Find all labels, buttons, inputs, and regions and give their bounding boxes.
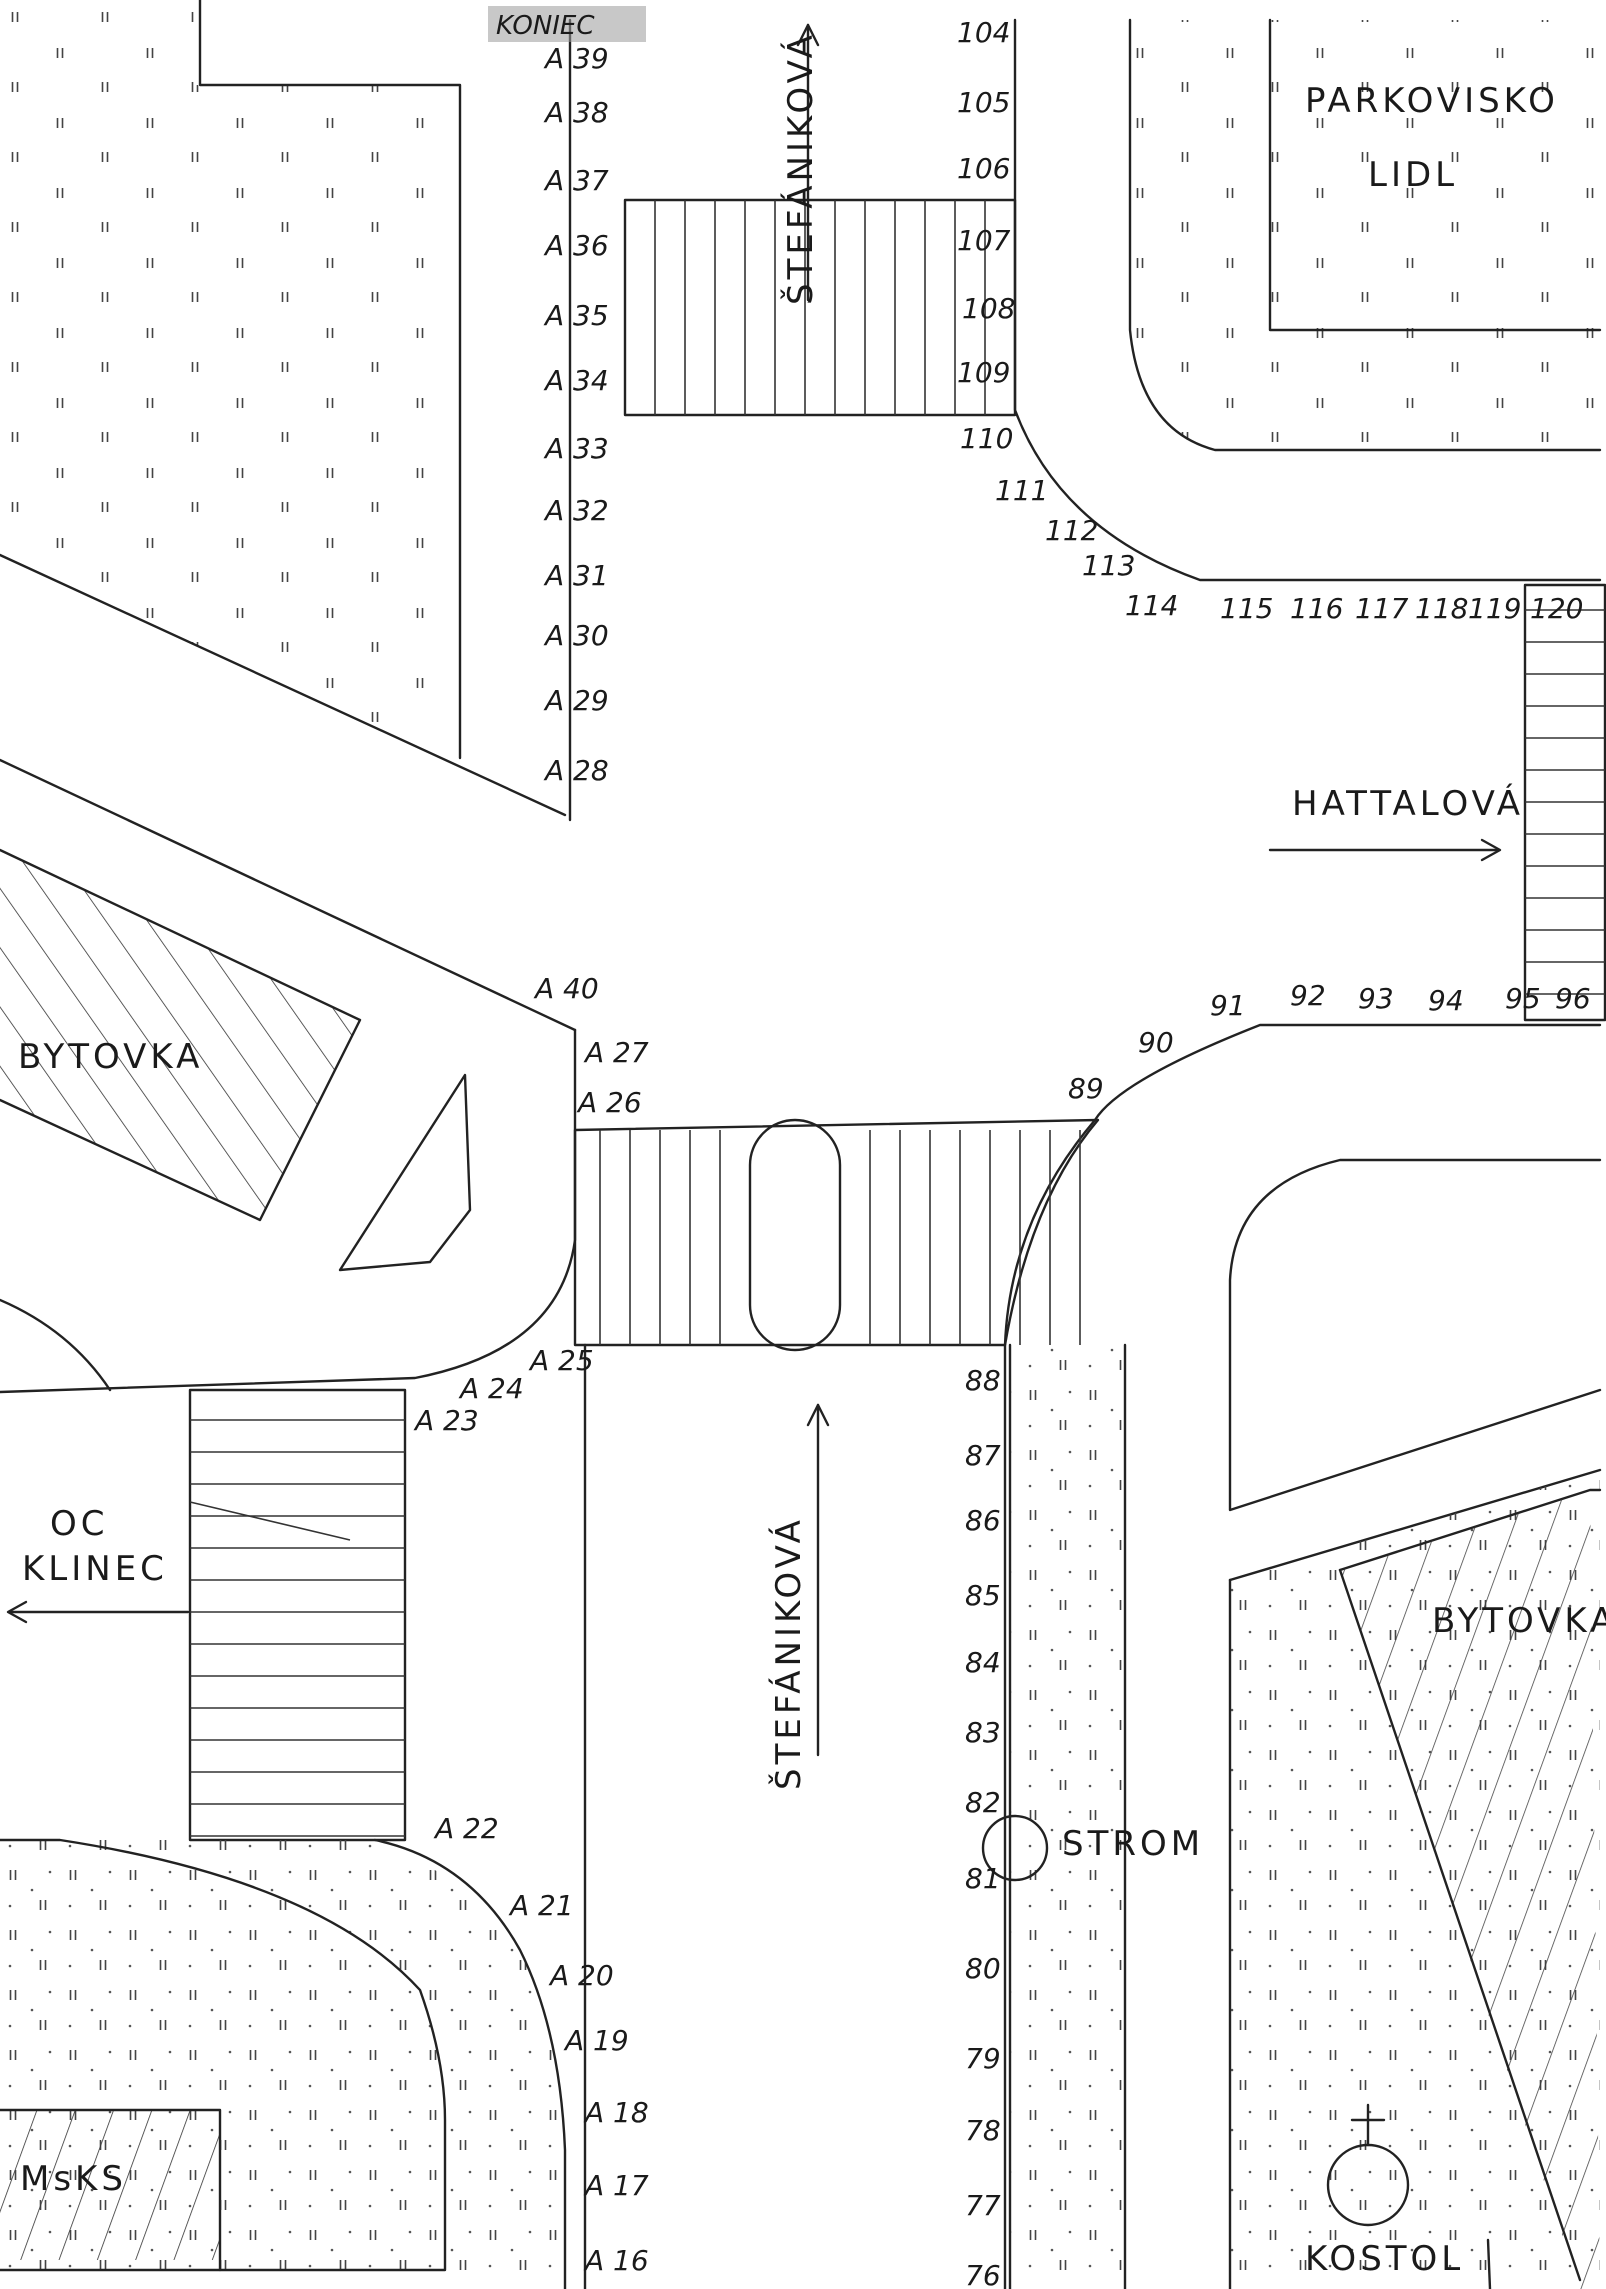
center-crosswalk-stripes [599,1130,1081,1345]
space-number: 81 [965,1862,1001,1895]
space-number: A 35 [543,299,609,332]
tree-icon [981,1814,1049,1882]
space-number: A 39 [543,42,609,75]
klinec-label: KLINEC [22,1549,168,1589]
space-number: 107 [957,224,1011,257]
east-curb-north [1013,18,1602,582]
east-crosswalk [1523,583,1606,1022]
msks-label: MsKS [20,2159,127,2199]
east-crosswalk-stripes [1525,609,1605,995]
west-green-wedge [0,848,577,1394]
space-number: A 27 [583,1036,649,1069]
space-number: 93 [1358,982,1394,1015]
space-number: 113 [1082,549,1135,582]
space-number: 76 [965,2259,1001,2289]
street-name-south: ŠTEFÁNIKOVÁ [768,1516,809,1790]
space-number: 91 [1210,989,1246,1022]
north-crosswalk [623,198,1017,417]
space-number: A 28 [543,754,609,787]
parking-label-lidl: LIDL [1368,155,1458,195]
space-number: A 24 [458,1372,524,1405]
space-number: 114 [1125,589,1178,622]
space-number: A 34 [543,364,609,397]
space-number: 77 [965,2189,1001,2222]
space-number: 109 [957,356,1010,389]
space-number: 115 [1220,592,1273,625]
space-number: 86 [965,1504,1001,1537]
space-numbers: A 39 A 38 A 37 A 36 A 35 A 34 A 33 A 32 A 31 A 30… [413,16,1591,2289]
space-number: A 29 [543,684,609,717]
space-number: A 33 [543,432,609,465]
southwest-green-area [0,1838,567,2289]
space-number: 110 [960,422,1013,455]
space-number: A 19 [563,2024,629,2057]
space-number: 108 [962,292,1015,325]
kostol-label: KOSTOL [1305,2239,1464,2279]
parking-lidl-block [1128,18,1602,452]
space-number: 92 [1290,979,1326,1012]
space-number: A 37 [543,164,609,197]
space-number: A 40 [533,972,599,1005]
bytovka-left-label: BYTOVKA [18,1037,203,1077]
traffic-island [748,1118,842,1352]
space-number: 120 [1530,592,1583,625]
space-number: 104 [957,16,1010,49]
parking-label: PARKOVISKO [1305,81,1559,121]
space-number: 118 [1415,592,1468,625]
space-number: 84 [965,1646,1001,1679]
space-number: 79 [965,2042,1001,2075]
space-number: 112 [1045,514,1098,547]
west-crosswalk [188,1388,407,1842]
space-number: 80 [965,1952,1001,1985]
space-number: 106 [957,152,1010,185]
bytovka-right-label: BYTOVKA [1432,1601,1606,1641]
space-number: A 22 [433,1812,499,1845]
space-number: A 21 [508,1889,574,1922]
space-number: A 23 [413,1404,479,1437]
space-number: 88 [965,1364,1001,1397]
space-number: 116 [1290,592,1343,625]
space-number: 105 [957,86,1010,119]
space-number: 83 [965,1716,1001,1749]
space-number: 82 [965,1786,1001,1819]
north-crosswalk-stripes [654,200,986,415]
space-number: A 36 [543,229,609,262]
strom-label: STROM [1062,1824,1204,1864]
space-number: 95 [1505,982,1541,1015]
space-number: 78 [965,2114,1001,2147]
space-number: A 20 [548,1959,614,1992]
space-number: 85 [965,1579,1001,1612]
space-number: 117 [1355,592,1409,625]
space-number: A 16 [583,2244,649,2277]
center-crosswalk [573,1118,1100,1352]
street-name-east: HATTALOVÁ [1292,783,1524,824]
oc-label: OC [50,1504,109,1544]
northwest-green-area [0,0,577,1032]
space-number: 89 [1068,1072,1104,1105]
street-name-north: ŠTEFÁNIKOVÁ [780,31,821,305]
southeast-sidewalk [1008,1343,1127,2289]
west-crosswalk-stripes [190,1419,405,1837]
space-number: 90 [1138,1026,1174,1059]
space-number: 119 [1468,592,1521,625]
space-number: A 26 [576,1086,642,1119]
end-label: KONIEC [496,11,595,41]
space-number: 96 [1555,982,1591,1015]
space-number: A 18 [583,2096,649,2129]
space-number: 111 [995,474,1048,507]
space-number: A 17 [583,2169,649,2202]
space-number: A 25 [528,1344,594,1377]
space-number: 94 [1428,984,1464,1017]
space-number: A 31 [543,559,609,592]
space-number: A 32 [543,494,609,527]
space-number: A 30 [543,619,609,652]
southeast-green-area [1228,1470,1602,2289]
space-number: A 38 [543,96,609,129]
cross-icon [1326,2103,1410,2227]
space-number: 87 [965,1439,1001,1472]
